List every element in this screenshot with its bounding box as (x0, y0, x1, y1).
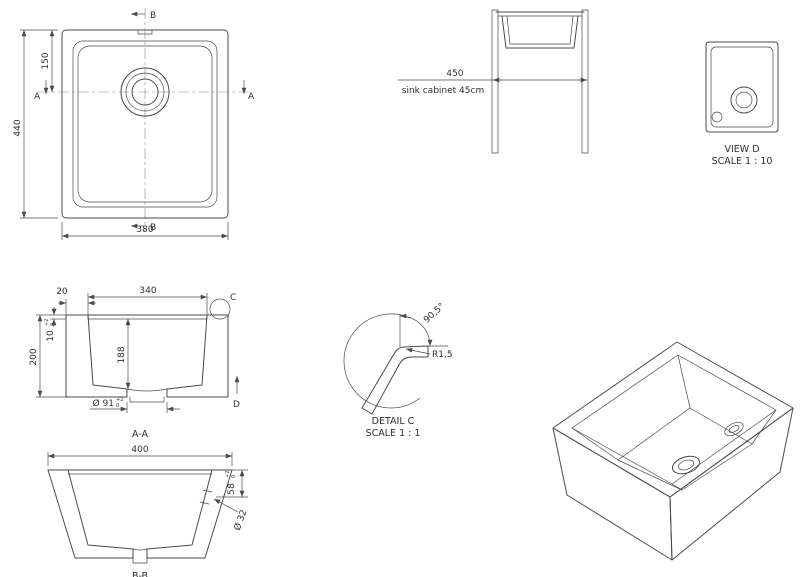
overflow-3d (724, 421, 744, 437)
view-d-title: VIEW D (724, 144, 759, 155)
top-rim-face (552, 341, 794, 498)
detail-c-scale: SCALE 1 : 1 (366, 428, 421, 439)
dim-58-label: 58 (227, 483, 237, 495)
dim-32-label: Ø 32 (232, 508, 250, 532)
dim-188-label: 188 (117, 346, 127, 363)
overflow-notch (137, 29, 153, 35)
dim-58-tol-upper: +2 (225, 471, 231, 478)
dim-10-label: 10 (46, 330, 56, 342)
view-d: VIEW D SCALE 1 : 10 (705, 41, 779, 167)
dim-drain-tol-lower: 0 (116, 403, 119, 409)
section-bb-view: 400 58 +2 0 Ø 32 B-B (47, 445, 250, 577)
plan-view: 440 150 380 B B A A (13, 8, 255, 240)
detail-c-view: 90,5° R1,5 DETAIL C SCALE 1 : 1 (343, 302, 453, 439)
dim-58-tol-lower: 0 (231, 475, 237, 478)
view-d-marker-label: D (233, 400, 240, 410)
cabinet-front-view: 450 sink cabinet 45cm (398, 9, 589, 154)
section-aa-title: A-A (132, 429, 149, 440)
section-aa-view: 340 20 10 +2 0 200 188 Ø 91 +2 0 C D (29, 286, 240, 440)
section-bb-title: B-B (132, 571, 148, 577)
drain-bottom-view (730, 86, 758, 114)
detail-c-circle (209, 298, 231, 320)
radius-label: R1,5 (432, 350, 453, 360)
section-b-bottom-label: B (150, 223, 156, 233)
dim-440-label: 440 (13, 119, 23, 136)
detail-c-title: DETAIL C (372, 416, 415, 427)
dim-drain-tol-upper: +2 (116, 397, 123, 403)
detail-boundary (343, 313, 421, 409)
drain-recess (129, 396, 165, 403)
drain-3d (671, 455, 701, 475)
drain-stub (132, 557, 148, 564)
dim-20-label: 20 (56, 287, 68, 297)
small-hole (711, 111, 723, 123)
dim-10-tol-lower: 0 (50, 323, 56, 326)
dim-380-label: 380 (136, 225, 153, 235)
drain-plan (120, 67, 170, 117)
dim-10-tol-upper: +2 (44, 319, 50, 326)
angle-label: 90,5° (422, 302, 447, 326)
cabinet-caption: sink cabinet 45cm (402, 86, 484, 96)
section-a-left-label: A (34, 92, 41, 102)
dim-drain-label: Ø 91 (93, 398, 114, 409)
dim-400-label: 400 (131, 445, 148, 455)
dim-150-label: 150 (41, 52, 51, 69)
section-b-top-label: B (150, 11, 156, 21)
dim-450-label: 450 (446, 69, 463, 79)
section-a-right-label: A (248, 92, 255, 102)
view-d-scale: SCALE 1 : 10 (712, 156, 773, 167)
detail-c-marker-label: C (230, 293, 236, 303)
isometric-view (552, 341, 794, 561)
dim-200-label: 200 (29, 348, 39, 365)
dim-340-label: 340 (139, 286, 156, 296)
body-front-left-face (552, 427, 673, 561)
